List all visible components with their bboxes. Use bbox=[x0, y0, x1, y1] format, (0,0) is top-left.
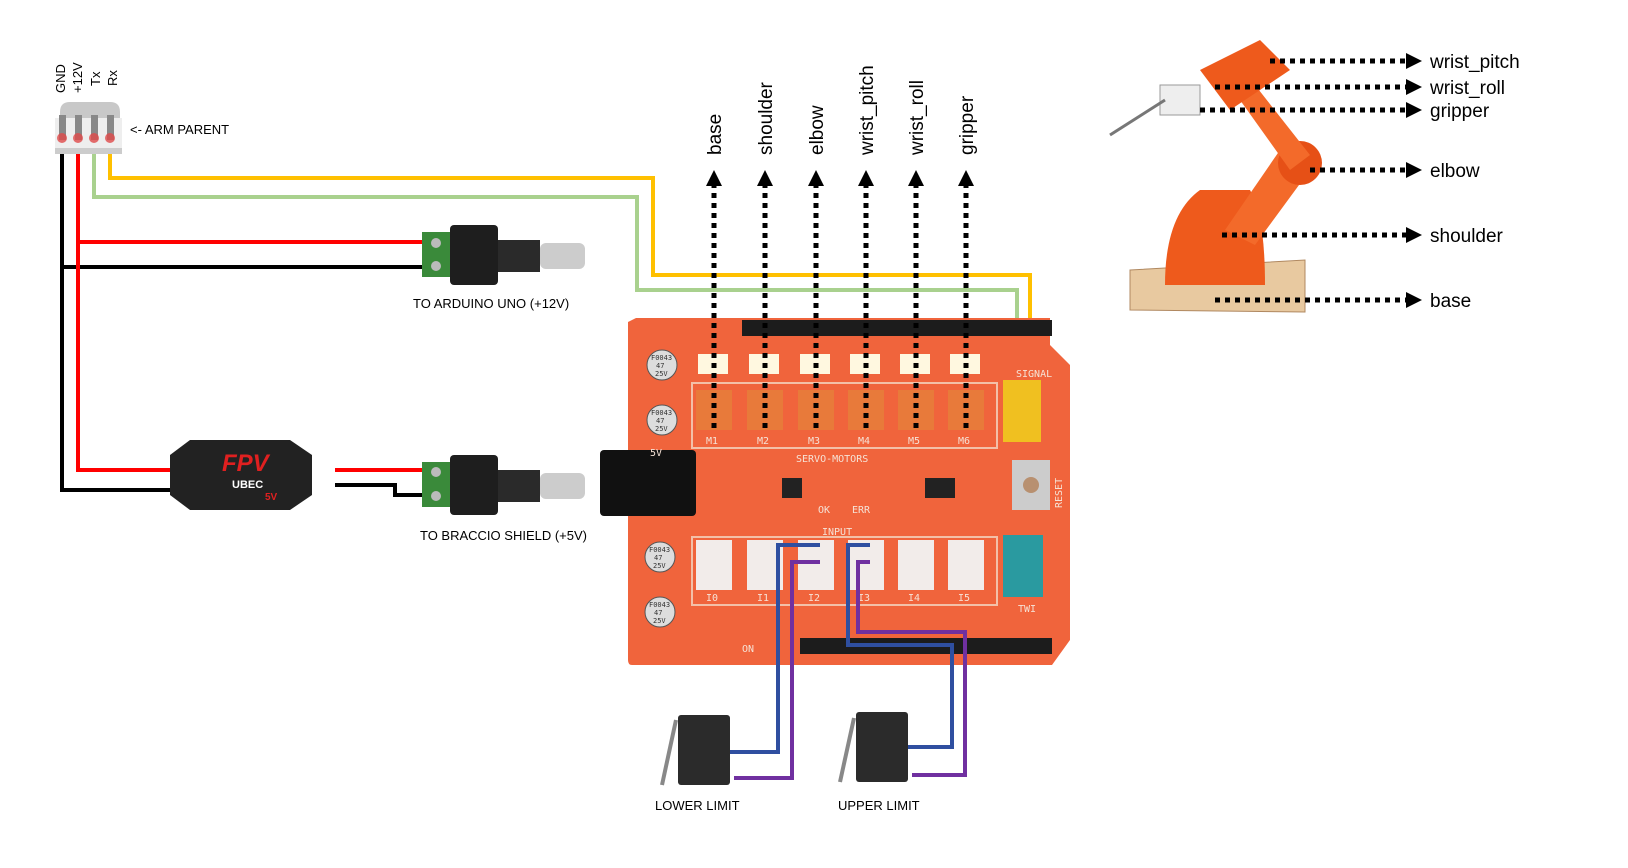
input-port bbox=[898, 540, 934, 590]
input-port bbox=[848, 540, 884, 590]
input-port-label: I2 bbox=[808, 593, 820, 604]
robot-arm-image bbox=[1109, 40, 1322, 313]
capacitor bbox=[644, 541, 676, 573]
servo-label: shoulder bbox=[756, 81, 777, 155]
ubec-module: FPV UBEC 5V bbox=[170, 440, 312, 510]
twi-connector bbox=[1003, 535, 1043, 597]
limit-wires bbox=[728, 543, 967, 780]
arm-parent-label: <- ARM PARENT bbox=[130, 122, 229, 137]
upper-limit-switch: UPPER LIMIT bbox=[838, 712, 920, 813]
signal-label: SIGNAL bbox=[1016, 369, 1052, 380]
input-port-label: I1 bbox=[757, 593, 769, 604]
pin-label-tx: Tx bbox=[88, 71, 103, 86]
servo-port-label: M3 bbox=[808, 436, 820, 447]
capacitor-value: 47 bbox=[654, 554, 662, 562]
arrow-head-icon bbox=[958, 170, 974, 186]
capacitor bbox=[646, 349, 678, 381]
lower-limit-switch: LOWER LIMIT bbox=[655, 715, 740, 813]
capacitor-code: F0043 bbox=[649, 601, 670, 609]
arrow-head-icon bbox=[1406, 292, 1422, 308]
arrow-head-icon bbox=[1406, 162, 1422, 178]
ok-label: OK bbox=[818, 505, 830, 516]
arm-parent-connector: GND +12V Tx Rx <- ARM PARENT bbox=[53, 62, 229, 154]
tx-wire bbox=[92, 154, 1019, 398]
servo-label: wrist_pitch bbox=[857, 65, 878, 156]
rx-wire bbox=[108, 154, 1032, 398]
input-port-label: I0 bbox=[706, 593, 718, 604]
input-port-label: I3 bbox=[858, 593, 870, 604]
input-port bbox=[696, 540, 732, 590]
joint-label: gripper bbox=[1430, 101, 1490, 122]
lower-limit-label: LOWER LIMIT bbox=[655, 798, 740, 813]
input-port-label: I5 bbox=[958, 593, 970, 604]
capacitor bbox=[646, 404, 678, 436]
servo-label: elbow bbox=[807, 105, 828, 155]
ubec-out-black bbox=[335, 483, 425, 497]
input-port bbox=[798, 540, 834, 590]
dc-jack-shield: TO BRACCIO SHIELD (+5V) bbox=[420, 455, 587, 543]
err-label: ERR bbox=[852, 505, 871, 516]
on-label: ON bbox=[742, 644, 754, 655]
capacitor-code: F0043 bbox=[651, 354, 672, 362]
servo-label: wrist_roll bbox=[907, 80, 928, 156]
twi-label: TWI bbox=[1018, 604, 1036, 615]
pin-label-12v: +12V bbox=[70, 62, 85, 93]
v12-wire bbox=[76, 154, 170, 472]
servo-header: SERVO-MOTORS bbox=[796, 454, 868, 465]
arrow-head-icon bbox=[1406, 53, 1422, 69]
shield-label: TO BRACCIO SHIELD (+5V) bbox=[420, 528, 587, 543]
capacitor-code: F0043 bbox=[649, 546, 670, 554]
joint-label: wrist_roll bbox=[1429, 78, 1505, 99]
capacitor-value: 47 bbox=[654, 609, 662, 617]
input-port bbox=[948, 540, 984, 590]
capacitor-voltage: 25V bbox=[653, 617, 666, 625]
joint-label: wrist_pitch bbox=[1429, 52, 1520, 73]
signal-connector bbox=[1003, 380, 1041, 442]
arrow-head-icon bbox=[1406, 227, 1422, 243]
servo-port-label: M6 bbox=[958, 436, 970, 447]
arduino-label: TO ARDUINO UNO (+12V) bbox=[413, 296, 569, 311]
arrow-head-icon bbox=[808, 170, 824, 186]
input-header: INPUT bbox=[822, 527, 852, 538]
servo-label: base bbox=[705, 114, 726, 155]
pin-label-gnd: GND bbox=[53, 64, 68, 93]
capacitor-value: 47 bbox=[656, 417, 664, 425]
joint-label: base bbox=[1430, 291, 1471, 312]
input-port-label: I4 bbox=[908, 593, 920, 604]
capacitor bbox=[644, 596, 676, 628]
upper-limit-label: UPPER LIMIT bbox=[838, 798, 920, 813]
capacitor-voltage: 25V bbox=[653, 562, 666, 570]
arrow-head-icon bbox=[1406, 79, 1422, 95]
joint-label: elbow bbox=[1430, 161, 1480, 182]
capacitor-voltage: 25V bbox=[655, 425, 668, 433]
ubec-model: UBEC bbox=[232, 479, 263, 491]
capacitor-code: F0043 bbox=[651, 409, 672, 417]
pin-label-rx: Rx bbox=[105, 70, 120, 86]
servo-port-label: M1 bbox=[706, 436, 718, 447]
servo-port-label: M4 bbox=[858, 436, 870, 447]
dc-jack-arduino: TO ARDUINO UNO (+12V) bbox=[413, 225, 585, 311]
servo-port-label: M5 bbox=[908, 436, 920, 447]
joint-label: shoulder bbox=[1430, 226, 1504, 247]
arrow-head-icon bbox=[1406, 102, 1422, 118]
power-jack bbox=[600, 450, 696, 516]
arrow-head-icon bbox=[706, 170, 722, 186]
arrow-head-icon bbox=[858, 170, 874, 186]
servo-port-label: M2 bbox=[757, 436, 769, 447]
capacitor-voltage: 25V bbox=[655, 370, 668, 378]
arrow-head-icon bbox=[757, 170, 773, 186]
servo-label: gripper bbox=[957, 95, 978, 155]
reset-label: RESET bbox=[1054, 478, 1065, 508]
braccio-shield-board: F00434725VF00434725VF00434725VF00434725V… bbox=[600, 318, 1070, 665]
wires bbox=[60, 154, 1032, 497]
ubec-brand: FPV bbox=[222, 450, 271, 477]
ubec-voltage: 5V bbox=[265, 492, 278, 503]
arrow-head-icon bbox=[908, 170, 924, 186]
capacitor-value: 47 bbox=[656, 362, 664, 370]
5v-label: 5V bbox=[650, 448, 662, 459]
